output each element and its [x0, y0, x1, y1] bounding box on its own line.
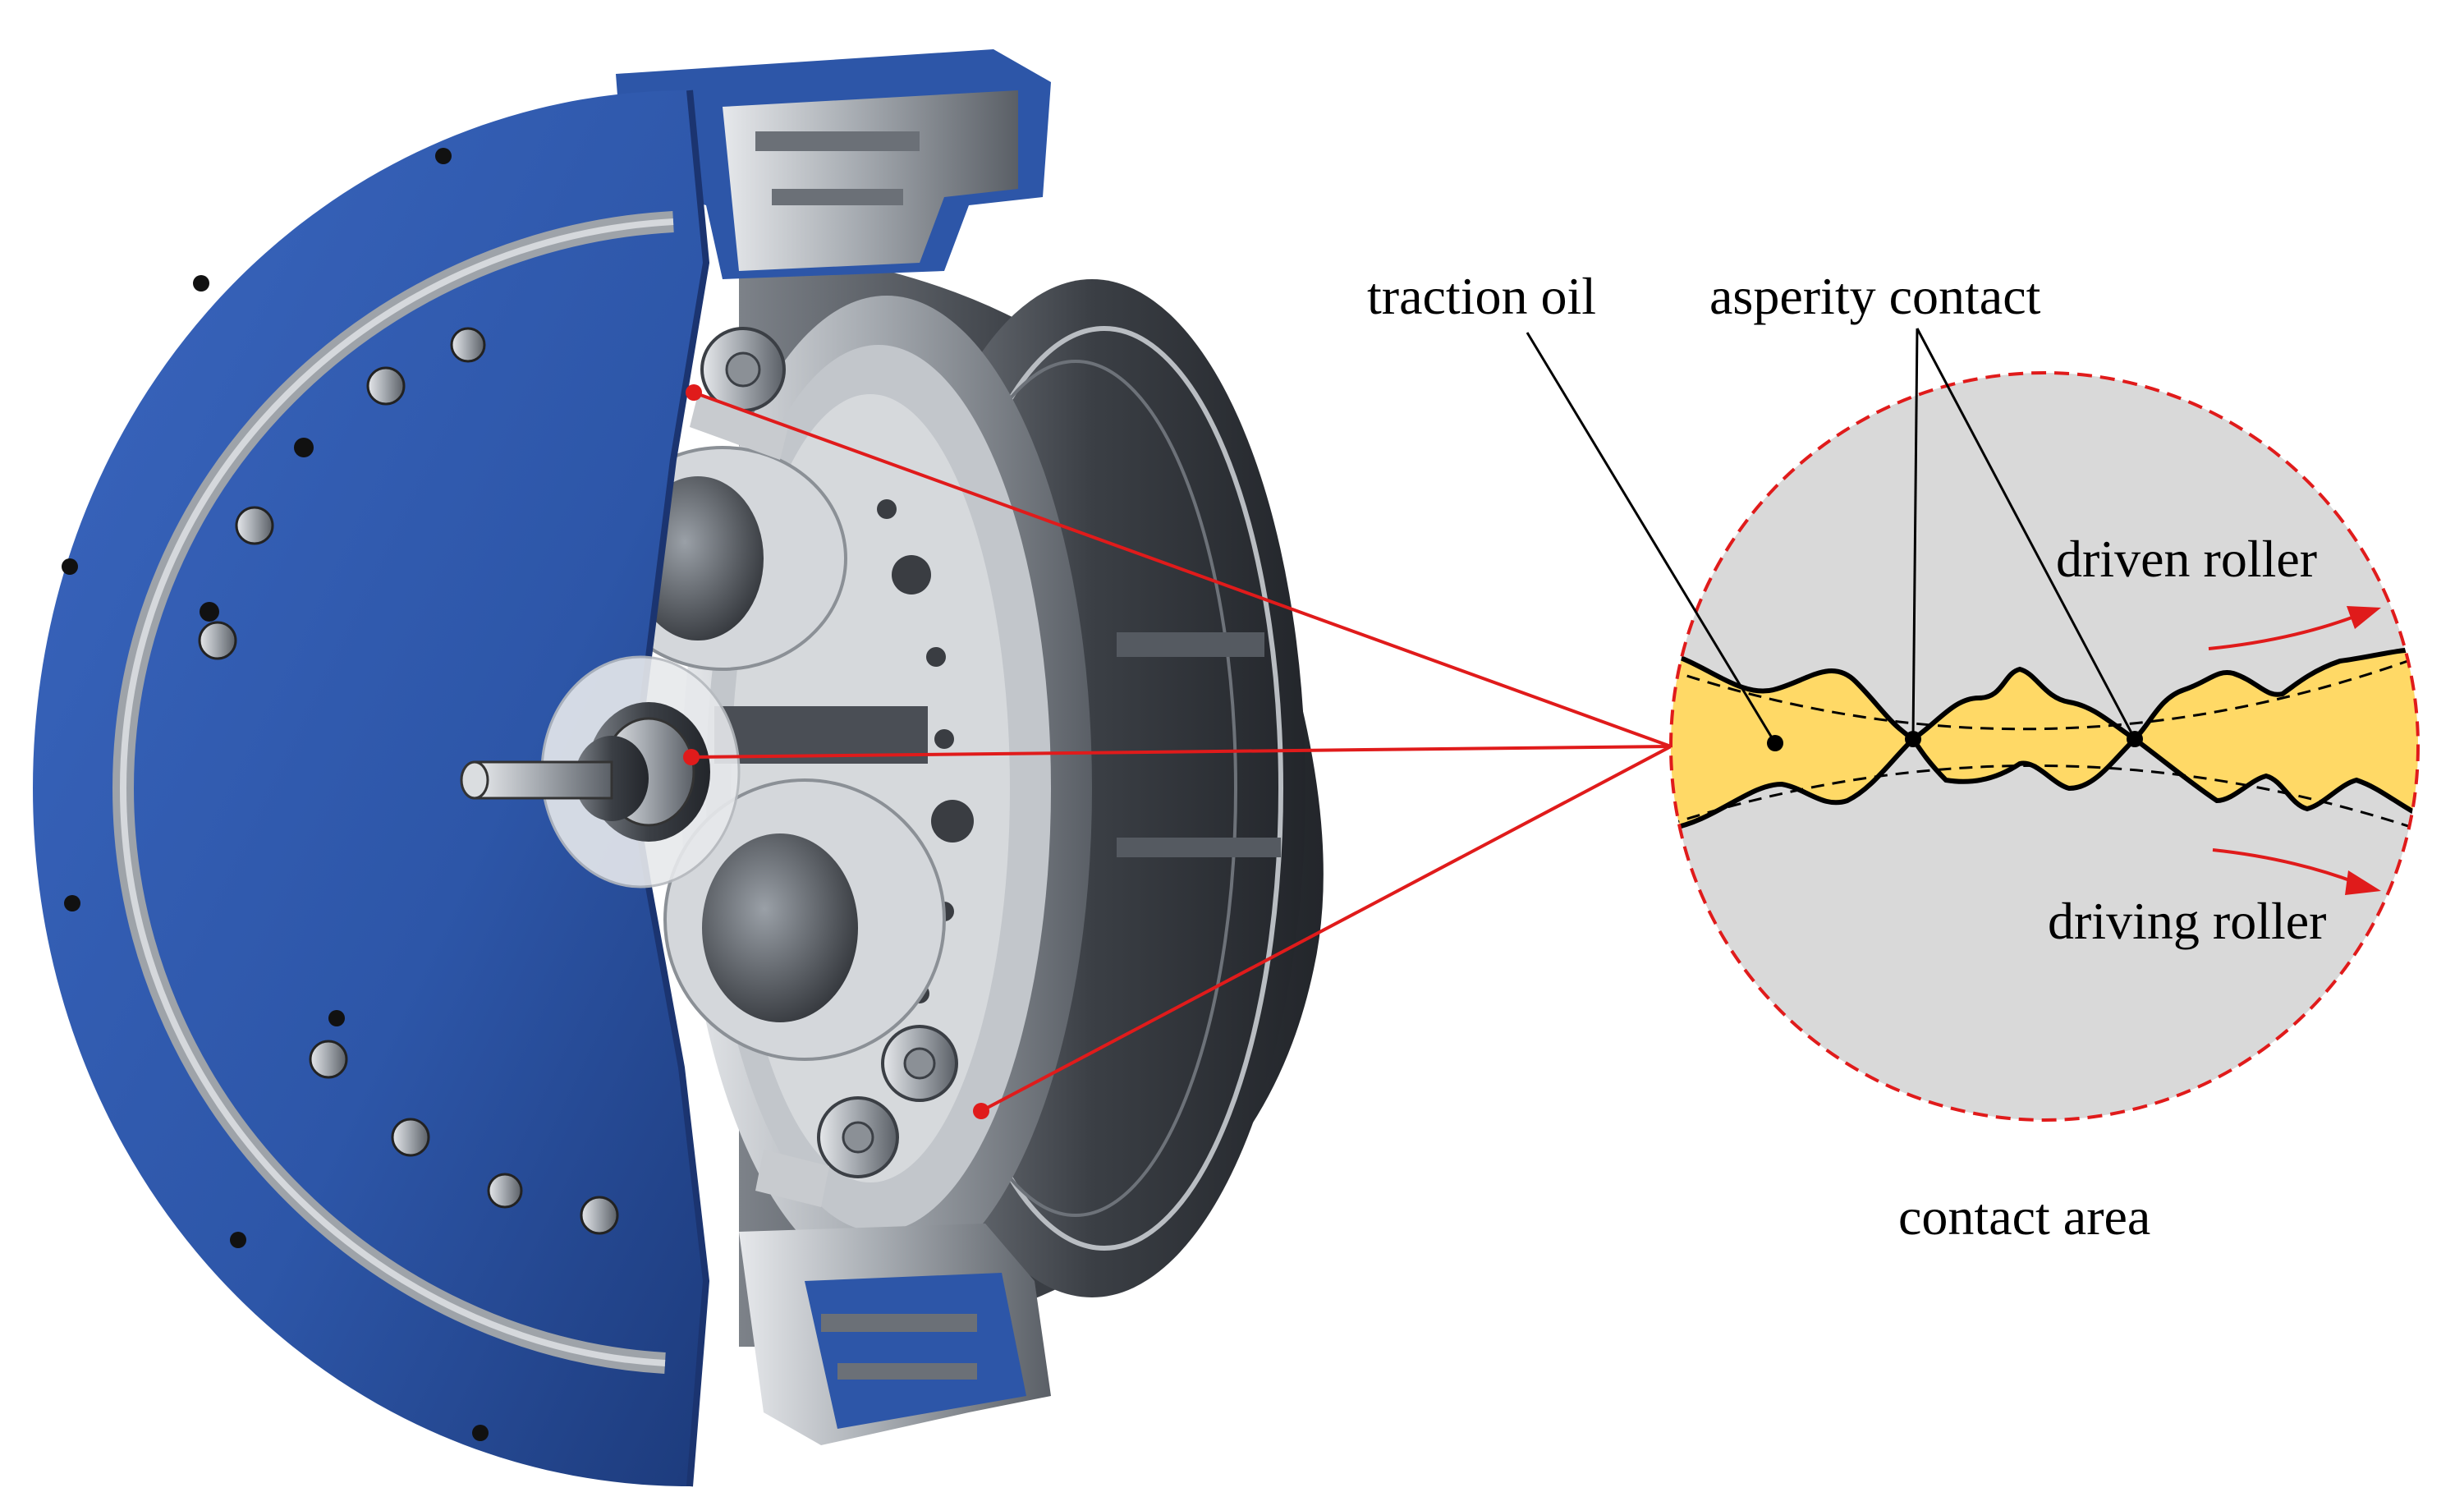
label-contact-area: contact area	[1898, 1187, 2150, 1246]
clamp-top	[616, 49, 1051, 279]
front-housing	[33, 90, 710, 1487]
driving-roller-surface	[1671, 735, 2418, 832]
callout-line-lower	[980, 745, 1672, 1113]
bolt-hole	[294, 438, 314, 457]
ring-hole	[931, 800, 974, 843]
label-asperity-contact: asperity contact	[1709, 267, 2041, 325]
driving-roller-mean-line	[1671, 764, 2418, 835]
leader-asperity-2	[1916, 328, 2136, 740]
screw	[235, 506, 274, 545]
label-driven-roller: driven roller	[2056, 530, 2317, 588]
bolt-hole	[435, 148, 452, 164]
callout-line-middle	[691, 745, 1672, 759]
driving-roller-motion-arrow	[2212, 848, 2357, 884]
bolt-hole	[328, 1010, 345, 1026]
housing-bolts	[62, 148, 619, 1441]
bolt-hole	[62, 558, 78, 575]
screw	[580, 1196, 619, 1235]
clamp-bottom	[739, 1224, 1051, 1445]
driven-roller-motion-arrow	[2208, 614, 2357, 650]
leader-asperity-1	[1911, 328, 1919, 740]
central-shaft	[460, 655, 741, 888]
driven-roller-surface	[1671, 646, 2418, 742]
label-driving-roller: driving roller	[2048, 892, 2326, 950]
screw	[450, 327, 486, 363]
ring-hole	[892, 555, 931, 595]
traction-drive-render	[33, 49, 1324, 1487]
labels: traction oil asperity contact driven rol…	[1367, 267, 2326, 1246]
ring-hole	[877, 499, 897, 519]
callout-point-upper	[686, 384, 702, 401]
roller-lower-bore	[702, 833, 858, 1022]
ring-hole	[926, 647, 946, 667]
zoom-circle-border	[1669, 371, 2420, 1122]
bolt-hole	[200, 602, 219, 622]
leader-traction-oil	[1526, 332, 1777, 744]
bolt-hole	[230, 1232, 246, 1248]
small-roller-upper	[690, 327, 788, 460]
driven-roller-mean-line	[1671, 651, 2418, 731]
callout-line-upper	[693, 391, 1672, 748]
screw	[366, 366, 406, 406]
callout-point-lower	[973, 1103, 989, 1119]
small-roller-lower	[755, 1025, 958, 1207]
callout-lines	[691, 391, 1672, 1113]
screw	[391, 1118, 430, 1157]
contact-zoom	[1669, 371, 2420, 1122]
ring-hole	[934, 729, 954, 749]
screw	[198, 621, 237, 660]
driving-roller-arrowhead	[2345, 870, 2381, 895]
leader-lines	[1526, 328, 2136, 744]
screw	[309, 1040, 348, 1079]
bolt-hole	[472, 1425, 489, 1441]
label-traction-oil: traction oil	[1367, 267, 1596, 325]
callout-point-middle	[683, 749, 700, 765]
bolt-hole	[193, 275, 209, 292]
driven-roller-arrowhead	[2347, 606, 2381, 629]
screw	[487, 1173, 523, 1209]
bolt-hole	[64, 895, 80, 911]
